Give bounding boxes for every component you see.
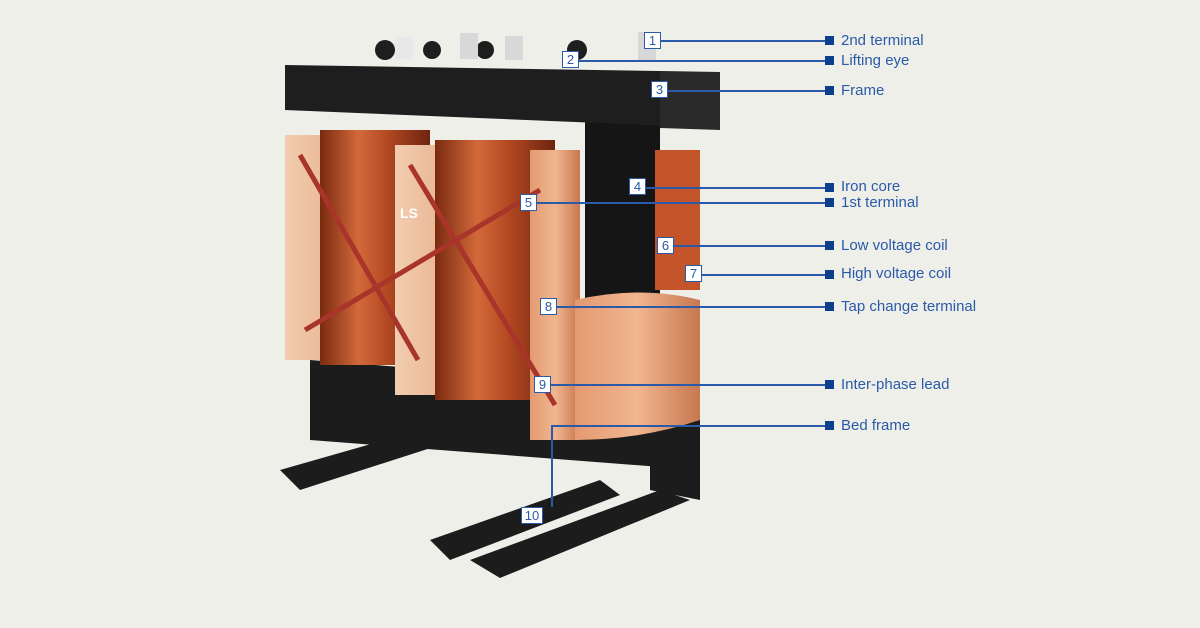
callout-number: 3 bbox=[651, 81, 668, 98]
leader-line bbox=[550, 384, 826, 386]
callout-number: 4 bbox=[629, 178, 646, 195]
label-lifting-eye: Lifting eye bbox=[841, 52, 910, 69]
leader-line bbox=[645, 187, 826, 189]
marker-square bbox=[825, 380, 834, 389]
label-tap-change-terminal: Tap change terminal bbox=[841, 298, 977, 315]
label-inter-phase-lead: Inter-phase lead bbox=[841, 376, 950, 393]
leader-line bbox=[660, 40, 826, 42]
marker-square bbox=[825, 56, 834, 65]
label-bed-frame: Bed frame bbox=[841, 417, 911, 434]
leader-line bbox=[556, 306, 826, 308]
label-frame: Frame bbox=[841, 82, 885, 99]
logo: LS bbox=[400, 205, 418, 221]
leader-line bbox=[551, 425, 826, 427]
label-high-voltage-coil: High voltage coil bbox=[841, 265, 952, 282]
label-1st-terminal: 1st terminal bbox=[841, 194, 919, 211]
coil-right bbox=[530, 150, 700, 440]
marker-square bbox=[825, 302, 834, 311]
leader-line bbox=[668, 90, 826, 92]
callout-number: 1 bbox=[644, 32, 661, 49]
callout-number: 2 bbox=[562, 51, 579, 68]
marker-square bbox=[825, 183, 834, 192]
callout-number: 5 bbox=[520, 194, 537, 211]
callout-number: 9 bbox=[534, 376, 551, 393]
marker-square bbox=[825, 36, 834, 45]
marker-square bbox=[825, 86, 834, 95]
inter-phase-lead bbox=[297, 153, 558, 407]
leader-line bbox=[536, 202, 826, 204]
leader-line bbox=[578, 60, 826, 62]
iron-core bbox=[585, 120, 660, 310]
callout-number: 8 bbox=[540, 298, 557, 315]
callout-number: 6 bbox=[657, 237, 674, 254]
label-low-voltage-coil: Low voltage coil bbox=[841, 237, 948, 254]
callout-number: 7 bbox=[685, 265, 702, 282]
marker-square bbox=[825, 270, 834, 279]
leader-line bbox=[551, 425, 553, 507]
marker-square bbox=[825, 198, 834, 207]
leader-line bbox=[673, 245, 826, 247]
label-iron-core: Iron core bbox=[841, 178, 901, 195]
leader-line bbox=[701, 274, 826, 276]
callout-number: 10 bbox=[521, 507, 543, 524]
marker-square bbox=[825, 241, 834, 250]
label-2nd-terminal: 2nd terminal bbox=[841, 32, 924, 49]
marker-square bbox=[825, 421, 834, 430]
